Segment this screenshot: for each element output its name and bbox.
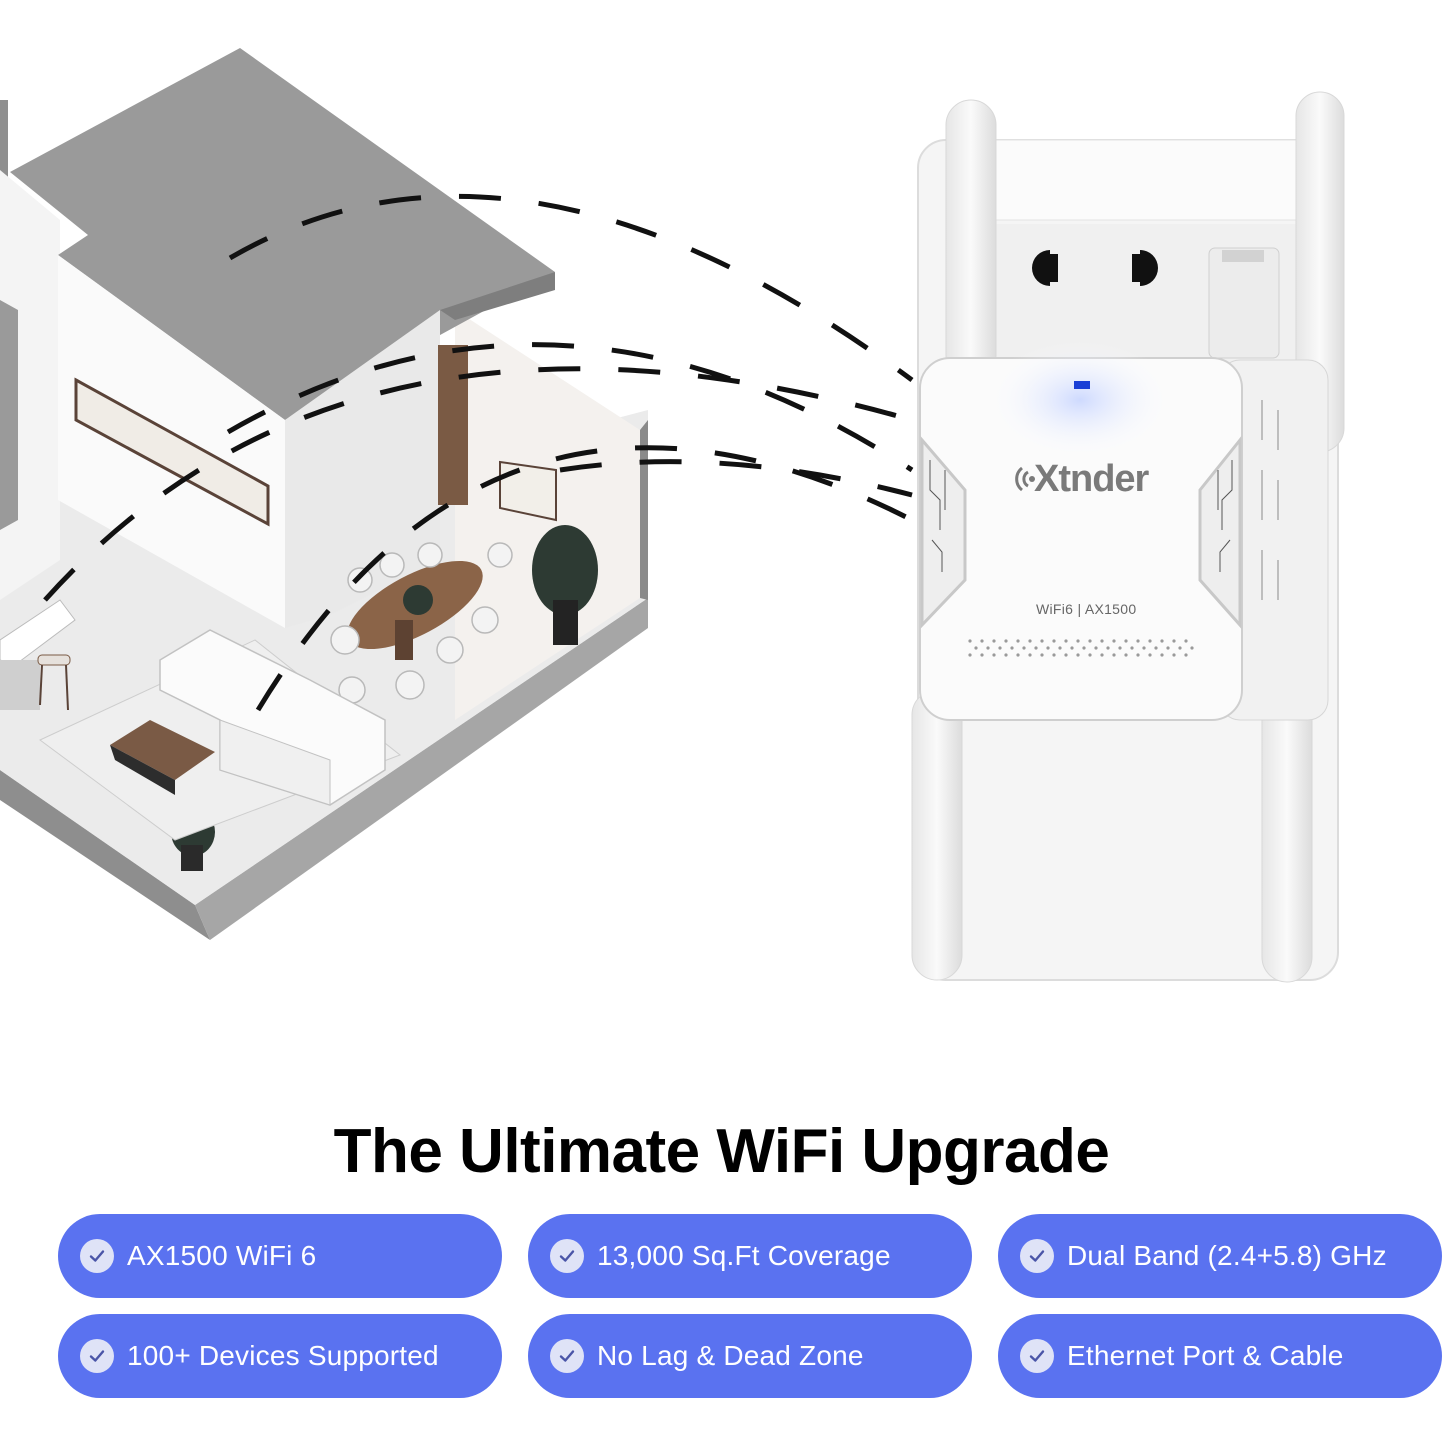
status-led — [1074, 381, 1090, 389]
feature-pills-grid: AX1500 WiFi 6 13,000 Sq.Ft Coverage Dual… — [58, 1214, 1442, 1398]
vent-dots — [968, 639, 1194, 657]
check-circle-icon — [1020, 1339, 1054, 1373]
page-headline: The Ultimate WiFi Upgrade — [333, 1117, 1110, 1186]
feature-pill-dual-band: Dual Band (2.4+5.8) GHz — [998, 1214, 1442, 1298]
feature-label: 13,000 Sq.Ft Coverage — [597, 1240, 891, 1271]
feature-label: Dual Band (2.4+5.8) GHz — [1067, 1240, 1387, 1271]
socket-hole-right-icon — [1132, 250, 1158, 286]
socket-switch — [1208, 247, 1280, 359]
brand-wave-icon — [1015, 466, 1029, 492]
feature-label: AX1500 WiFi 6 — [127, 1240, 317, 1271]
check-circle-icon — [80, 1339, 114, 1373]
check-circle-icon — [80, 1239, 114, 1273]
feature-pill-coverage: 13,000 Sq.Ft Coverage — [528, 1214, 972, 1298]
check-circle-icon — [550, 1239, 584, 1273]
feature-pill-ethernet: Ethernet Port & Cable — [998, 1314, 1442, 1398]
wifi-extender-device — [919, 340, 1329, 721]
product-illustration — [0, 48, 1345, 983]
feature-label: No Lag & Dead Zone — [597, 1340, 864, 1371]
wifi-signal-lines — [43, 193, 914, 712]
check-circle-icon — [1020, 1239, 1054, 1273]
feature-label: 100+ Devices Supported — [127, 1340, 439, 1371]
feature-pill-ax1500: AX1500 WiFi 6 — [58, 1214, 502, 1298]
feature-pill-devices: 100+ Devices Supported — [58, 1314, 502, 1398]
feature-pill-no-lag: No Lag & Dead Zone — [528, 1314, 972, 1398]
socket-hole-left-icon — [1032, 250, 1058, 286]
feature-label: Ethernet Port & Cable — [1067, 1340, 1344, 1371]
device-model-label: WiFi6 | AX1500 — [1036, 601, 1137, 617]
house-cutaway-illustration — [0, 48, 648, 940]
device-brand-logo: Xtnder — [1034, 458, 1149, 500]
check-circle-icon — [550, 1339, 584, 1373]
